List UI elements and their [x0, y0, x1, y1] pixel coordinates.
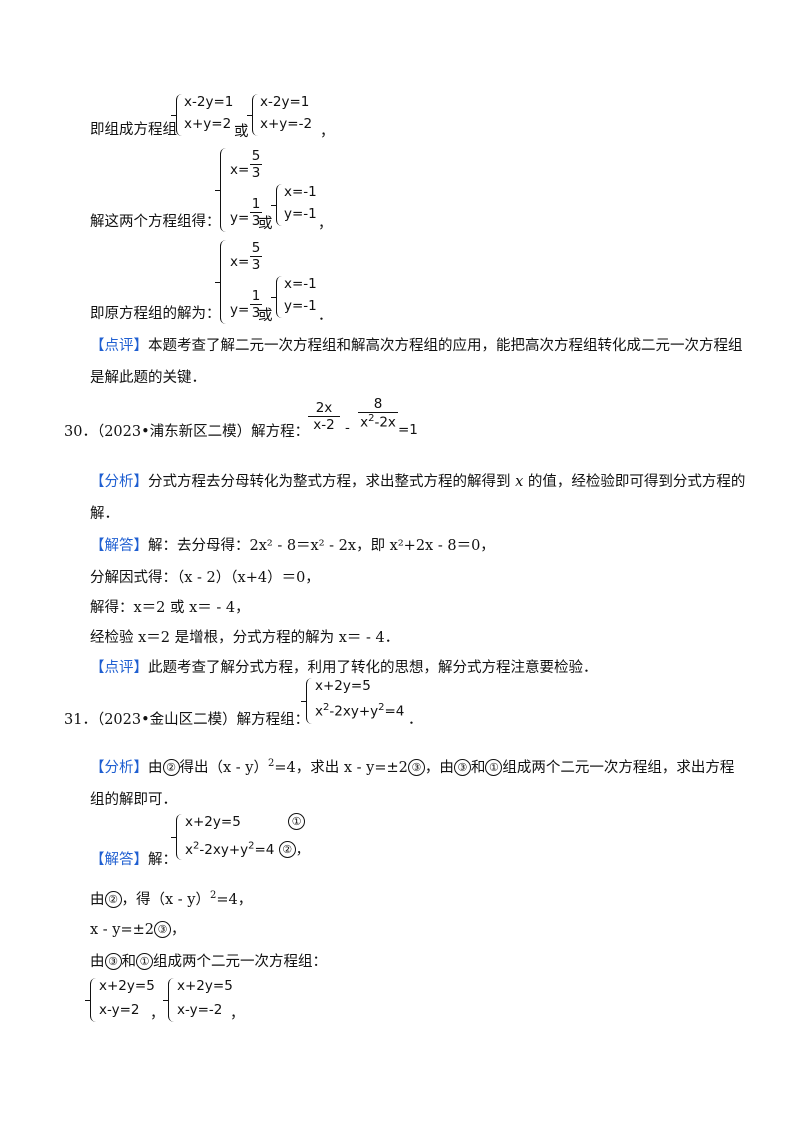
equation-system: x+2y=5 x2-2xy+y2=4	[301, 678, 416, 724]
equation-system: x+2y=5 x-y=-2	[163, 978, 238, 1022]
fraction: 8 x2-2x	[358, 396, 398, 431]
equation-system: x-2y=1 x+y=-2	[247, 94, 332, 136]
text-or: 或	[234, 124, 249, 140]
review-tag: 【点评】	[90, 338, 148, 354]
answer-line: 【解答】解：去分母得：2x² - 8＝x² - 2x，即 x²+2x - 8＝0…	[90, 538, 495, 554]
equation-system: x=-1 y=-1	[271, 276, 332, 318]
equation-system: x+2y=5 ① x2-2xy+y2=4 ②，	[171, 813, 326, 860]
question-30: 30．（2023•浦东新区二模）解方程：	[64, 424, 310, 440]
text-or: 或	[258, 308, 273, 324]
question-31: 31．（2023•金山区二模）解方程组：	[64, 712, 310, 728]
answer-line: 【解答】解：	[90, 852, 177, 868]
analysis-tag: 【分析】	[90, 760, 148, 776]
answer-tag: 【解答】	[90, 852, 148, 868]
text-line: 即组成方程组	[90, 122, 177, 138]
answer-tag: 【解答】	[90, 538, 148, 554]
text-or: 或	[258, 216, 273, 232]
review-tag: 【点评】	[90, 660, 148, 676]
equation-system: x-2y=1 x+y=2	[171, 94, 236, 136]
text-line: 即原方程组的解为：	[90, 306, 221, 322]
review-line: 是解此题的关键．	[90, 370, 206, 386]
review-line: 【点评】本题考查了解二元一次方程组和解高次方程组的应用，能把高次方程组转化成二元…	[90, 338, 743, 354]
equation-system: x=-1 y=-1	[271, 184, 332, 226]
analysis-line: 【分析】分式方程去分母转化为整式方程，求出整式方程的解得到 x 的值，经检验即可…	[90, 474, 746, 490]
analysis-tag: 【分析】	[90, 474, 148, 490]
review-line: 【点评】此题考查了解分式方程，利用了转化的思想，解分式方程注意要检验．	[90, 660, 598, 676]
equation-system: x+2y=5 x-y=2	[85, 978, 155, 1022]
text-line: 解这两个方程组得：	[90, 214, 221, 230]
